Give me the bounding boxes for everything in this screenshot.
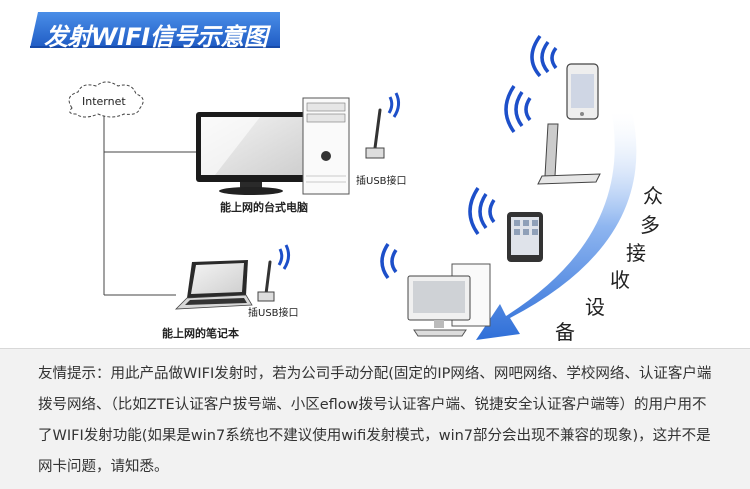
internet-label: Internet [82, 95, 126, 108]
title-banner [30, 12, 280, 48]
devices-label-char: 接 [626, 241, 646, 265]
devices-label-char: 设 [585, 295, 605, 319]
notice-text: 友情提示：用此产品做WIFI发射时，若为公司手动分配(固定的IP网络、网吧网络、… [38, 366, 712, 475]
netbook [504, 85, 601, 185]
internet-cloud [68, 81, 144, 118]
smartphone [530, 34, 599, 120]
laptop-label: 能上网的笔记本 [162, 327, 239, 340]
all-in-one-pc [380, 243, 491, 337]
network-drawing [68, 34, 637, 340]
devices-label-char: 多 [640, 213, 660, 237]
laptop [174, 260, 253, 310]
cable-lines [103, 116, 198, 296]
laptop-usb-label: 插USB接口 [248, 308, 299, 319]
devices-label-char: 众 [643, 184, 663, 208]
devices-label-char: 收 [610, 268, 630, 292]
tablet [468, 187, 543, 262]
desktop-label: 能上网的台式电脑 [220, 201, 308, 214]
laptop-usb-adapter [257, 244, 291, 302]
desktop-monitor [196, 112, 308, 195]
devices-label-char: 备 [555, 320, 575, 344]
receive-arrow [476, 112, 637, 340]
notice-panel: 友情提示：用此产品做WIFI发射时，若为公司手动分配(固定的IP网络、网吧网络、… [0, 348, 750, 489]
desktop-usb-adapter [365, 92, 401, 159]
desktop-tower [302, 97, 350, 195]
page-title: 发射WIFI信号示意图 [44, 23, 268, 51]
desktop-usb-label: 插USB接口 [356, 176, 407, 187]
